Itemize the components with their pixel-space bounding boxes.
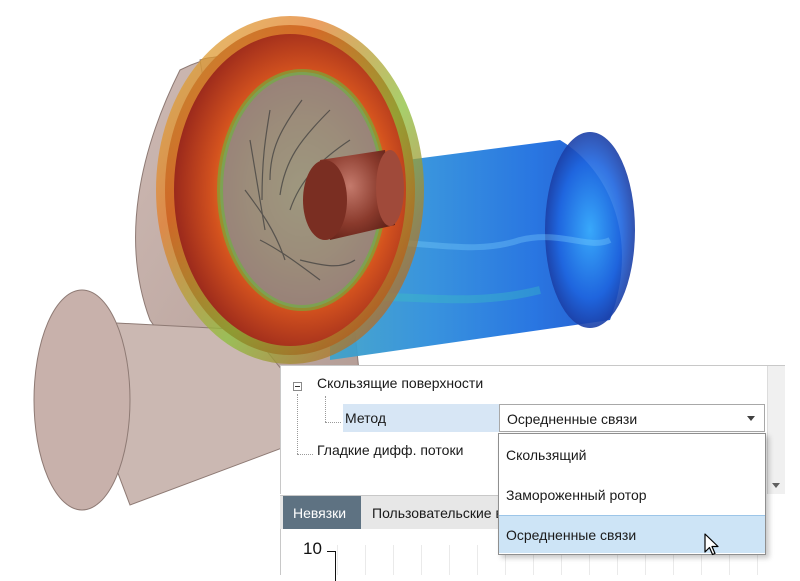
tab-residuals[interactable]: Невязки [283, 496, 361, 530]
tree-item-smooth-flows[interactable]: Гладкие дифф. потоки [317, 442, 464, 458]
y-axis [335, 551, 336, 581]
collapse-icon[interactable] [293, 382, 302, 391]
dropdown-option-sliding[interactable]: Скользящий [506, 447, 587, 463]
dropdown-option-averaged-coupling[interactable]: Осредненные связи [499, 515, 765, 553]
tab-user-defined[interactable]: Пользовательские в [372, 505, 503, 521]
spiral-ring-inner [220, 72, 384, 308]
y-tick-label: 10 [303, 539, 322, 558]
method-select[interactable]: Осредненные связи [499, 404, 765, 432]
scroll-down-icon[interactable] [772, 483, 780, 488]
y-tick-mark [327, 551, 335, 552]
method-dropdown-list: Скользящий Замороженный ротор Осредненны… [498, 433, 766, 555]
dropdown-option-frozen-rotor[interactable]: Замороженный ротор [506, 487, 647, 503]
tree-item-method-label[interactable]: Метод [345, 410, 387, 426]
inlet-pipe-end [33, 289, 131, 511]
mouse-cursor-icon [704, 533, 719, 556]
tree-item-sliding-surfaces[interactable]: Скользящие поверхности [317, 375, 484, 391]
method-select-value: Осредненные связи [507, 411, 638, 427]
panel-scrollbar[interactable] [767, 366, 785, 494]
draft-cone-outlet [545, 132, 635, 328]
bottom-tab-strip: Невязки Пользовательские в [280, 495, 510, 530]
method-row-highlight [343, 404, 499, 432]
chevron-down-icon[interactable] [747, 416, 755, 421]
